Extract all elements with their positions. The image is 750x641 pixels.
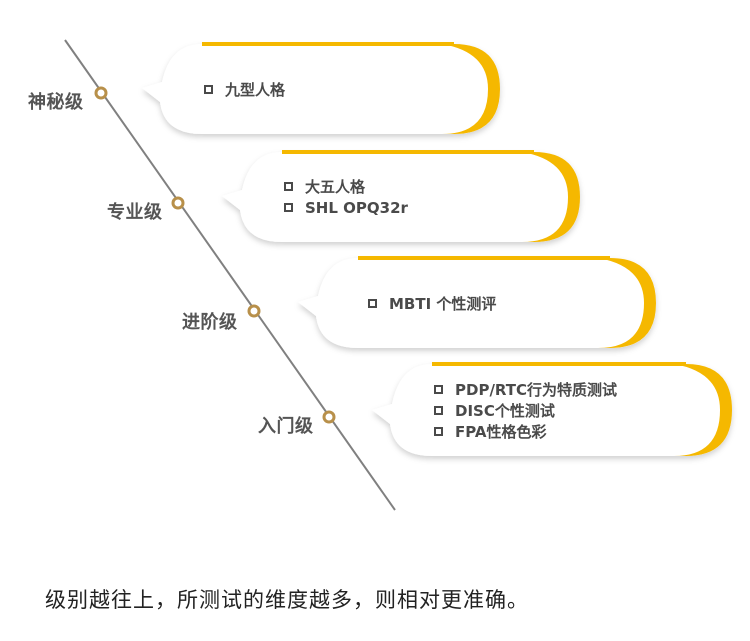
list-item: DISC个性测试 (434, 400, 617, 421)
checkbox-square-icon (434, 384, 443, 394)
item-list: PDP/RTC行为特质测试 DISC个性测试 FPA性格色彩 (434, 362, 617, 458)
footer-caption: 级别越往上，所测试的维度越多，则相对更准确。 (45, 588, 529, 612)
bubble-professional: 大五人格 SHL OPQ32r (222, 150, 582, 244)
level-label-beginner: 入门级 (258, 416, 314, 437)
list-item: SHL OPQ32r (284, 197, 408, 218)
checkbox-square-icon (284, 203, 293, 212)
list-item: 大五人格 (284, 176, 408, 197)
checkbox-square-icon (368, 298, 377, 308)
item-list: 九型人格 (204, 42, 285, 136)
item-list: MBTI 个性测评 (368, 256, 496, 350)
level-label-professional: 专业级 (107, 202, 163, 223)
checkbox-square-icon (434, 405, 443, 415)
checkbox-square-icon (204, 84, 213, 94)
item-list: 大五人格 SHL OPQ32r (284, 150, 408, 244)
checkbox-square-icon (434, 426, 443, 436)
bubble-shape (142, 42, 500, 134)
list-item: MBTI 个性测评 (368, 293, 496, 314)
bubble-shape (298, 256, 656, 348)
list-item: FPA性格色彩 (434, 421, 617, 442)
level-label-advanced: 进阶级 (182, 312, 238, 333)
bubble-advanced: MBTI 个性测评 (298, 256, 658, 350)
bubble-shape (372, 362, 732, 456)
level-label-mystic: 神秘级 (28, 92, 84, 113)
bubble-shape (222, 150, 580, 242)
checkbox-square-icon (284, 182, 293, 191)
bubble-beginner: PDP/RTC行为特质测试 DISC个性测试 FPA性格色彩 (372, 362, 734, 456)
list-item: 九型人格 (204, 79, 285, 100)
bubble-mystic: 九型人格 (142, 42, 502, 136)
list-item: PDP/RTC行为特质测试 (434, 379, 617, 400)
